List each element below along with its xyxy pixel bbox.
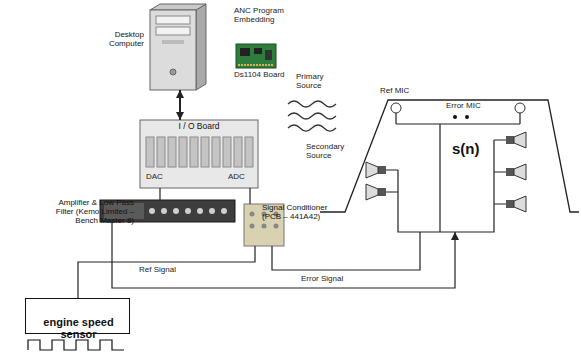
knob — [221, 208, 227, 214]
edge-connector — [238, 64, 274, 66]
knob — [173, 208, 179, 214]
reference-microphone — [515, 103, 525, 113]
part-label: DAC — [146, 172, 163, 181]
circuit-board — [236, 44, 276, 68]
bnc-socket — [262, 224, 267, 229]
noise-wave — [288, 113, 336, 119]
drive-bay — [156, 16, 190, 24]
part-label: Primary Source — [296, 72, 336, 90]
signal-wire — [249, 188, 250, 204]
node-label: s(n) — [452, 140, 480, 157]
amplifier-node: Amplifier & Low Pass Filter (Kemo Limite… — [100, 200, 235, 222]
speaker-cone — [514, 164, 526, 180]
rack-frame — [140, 120, 258, 188]
knob — [197, 208, 203, 214]
computer-node: Desktop Computer — [150, 4, 206, 90]
bnc-socket — [250, 212, 255, 217]
noise-wave — [288, 101, 336, 107]
tower-front — [150, 10, 196, 90]
secondary-speakers — [366, 132, 526, 232]
signal-wire — [272, 232, 420, 270]
rack-slot — [234, 137, 242, 167]
cabin-outline-path — [320, 100, 579, 212]
signal-label: Ref Signal — [138, 265, 177, 274]
node-label: Amplifier & Low Pass Filter (Kemo Limite… — [54, 198, 134, 226]
ds1104-board — [236, 44, 276, 68]
tower-top — [150, 4, 206, 10]
error-microphone — [465, 115, 469, 119]
signal-label: Error Signal — [300, 274, 344, 283]
desktop-computer — [150, 4, 206, 90]
part-label: Ref MIC — [380, 86, 409, 95]
node-label: Desktop Computer — [94, 30, 144, 48]
speaker-cone — [514, 132, 526, 148]
rack-slot — [146, 137, 154, 167]
speaker-magnet — [506, 200, 514, 208]
rack-slot — [212, 137, 220, 167]
power-button — [170, 69, 176, 75]
chip — [265, 50, 272, 60]
error-microphone — [453, 115, 457, 119]
signal-wire — [179, 90, 181, 120]
drive-bay — [156, 27, 190, 35]
microphones — [391, 103, 525, 232]
speaker-magnet — [506, 136, 514, 144]
rack-slot — [201, 137, 209, 167]
signal-wire — [112, 222, 455, 288]
knob — [209, 208, 215, 214]
speaker-cone — [366, 184, 378, 200]
noise-wave — [288, 125, 336, 131]
rack-slot — [245, 137, 253, 167]
rack-slot — [179, 137, 187, 167]
speaker-cone — [514, 196, 526, 212]
chip — [240, 48, 250, 56]
conditioner-node: Signal Conditioner (PCB – 441A42) — [244, 204, 284, 246]
speaker-cone — [366, 162, 378, 178]
rack-slot — [168, 137, 176, 167]
speaker-magnet — [378, 188, 386, 196]
knob — [185, 208, 191, 214]
bnc-socket — [250, 224, 255, 229]
signal-wire — [78, 246, 255, 298]
speaker-magnet — [378, 166, 386, 174]
sensor-box: engine speed sensor — [25, 298, 130, 334]
part-label: Error MIC — [446, 101, 481, 110]
reference-microphone — [391, 103, 401, 113]
part-label: ANC Program Embedding — [234, 6, 296, 24]
knob — [149, 208, 155, 214]
part-label: Ds1104 Board — [234, 70, 296, 79]
io-board-rack — [140, 120, 258, 188]
tower-side — [196, 4, 206, 90]
speaker-magnet — [506, 168, 514, 176]
knob — [161, 208, 167, 214]
node-label: I / O Board — [140, 122, 258, 132]
pulse-train — [28, 340, 124, 350]
speaker-wiring — [386, 140, 506, 232]
bnc-socket — [274, 224, 279, 229]
part-label: ADC — [228, 172, 245, 181]
part-label: Secondary Source — [306, 142, 352, 160]
signal-wire — [159, 188, 160, 200]
rack-slot — [190, 137, 198, 167]
floppy-slot — [162, 40, 184, 44]
rack-slot — [157, 137, 165, 167]
chip — [254, 48, 262, 54]
rack-slot — [223, 137, 231, 167]
node-label: engine speed sensor — [30, 316, 127, 341]
primary-noise-waves — [288, 101, 336, 131]
